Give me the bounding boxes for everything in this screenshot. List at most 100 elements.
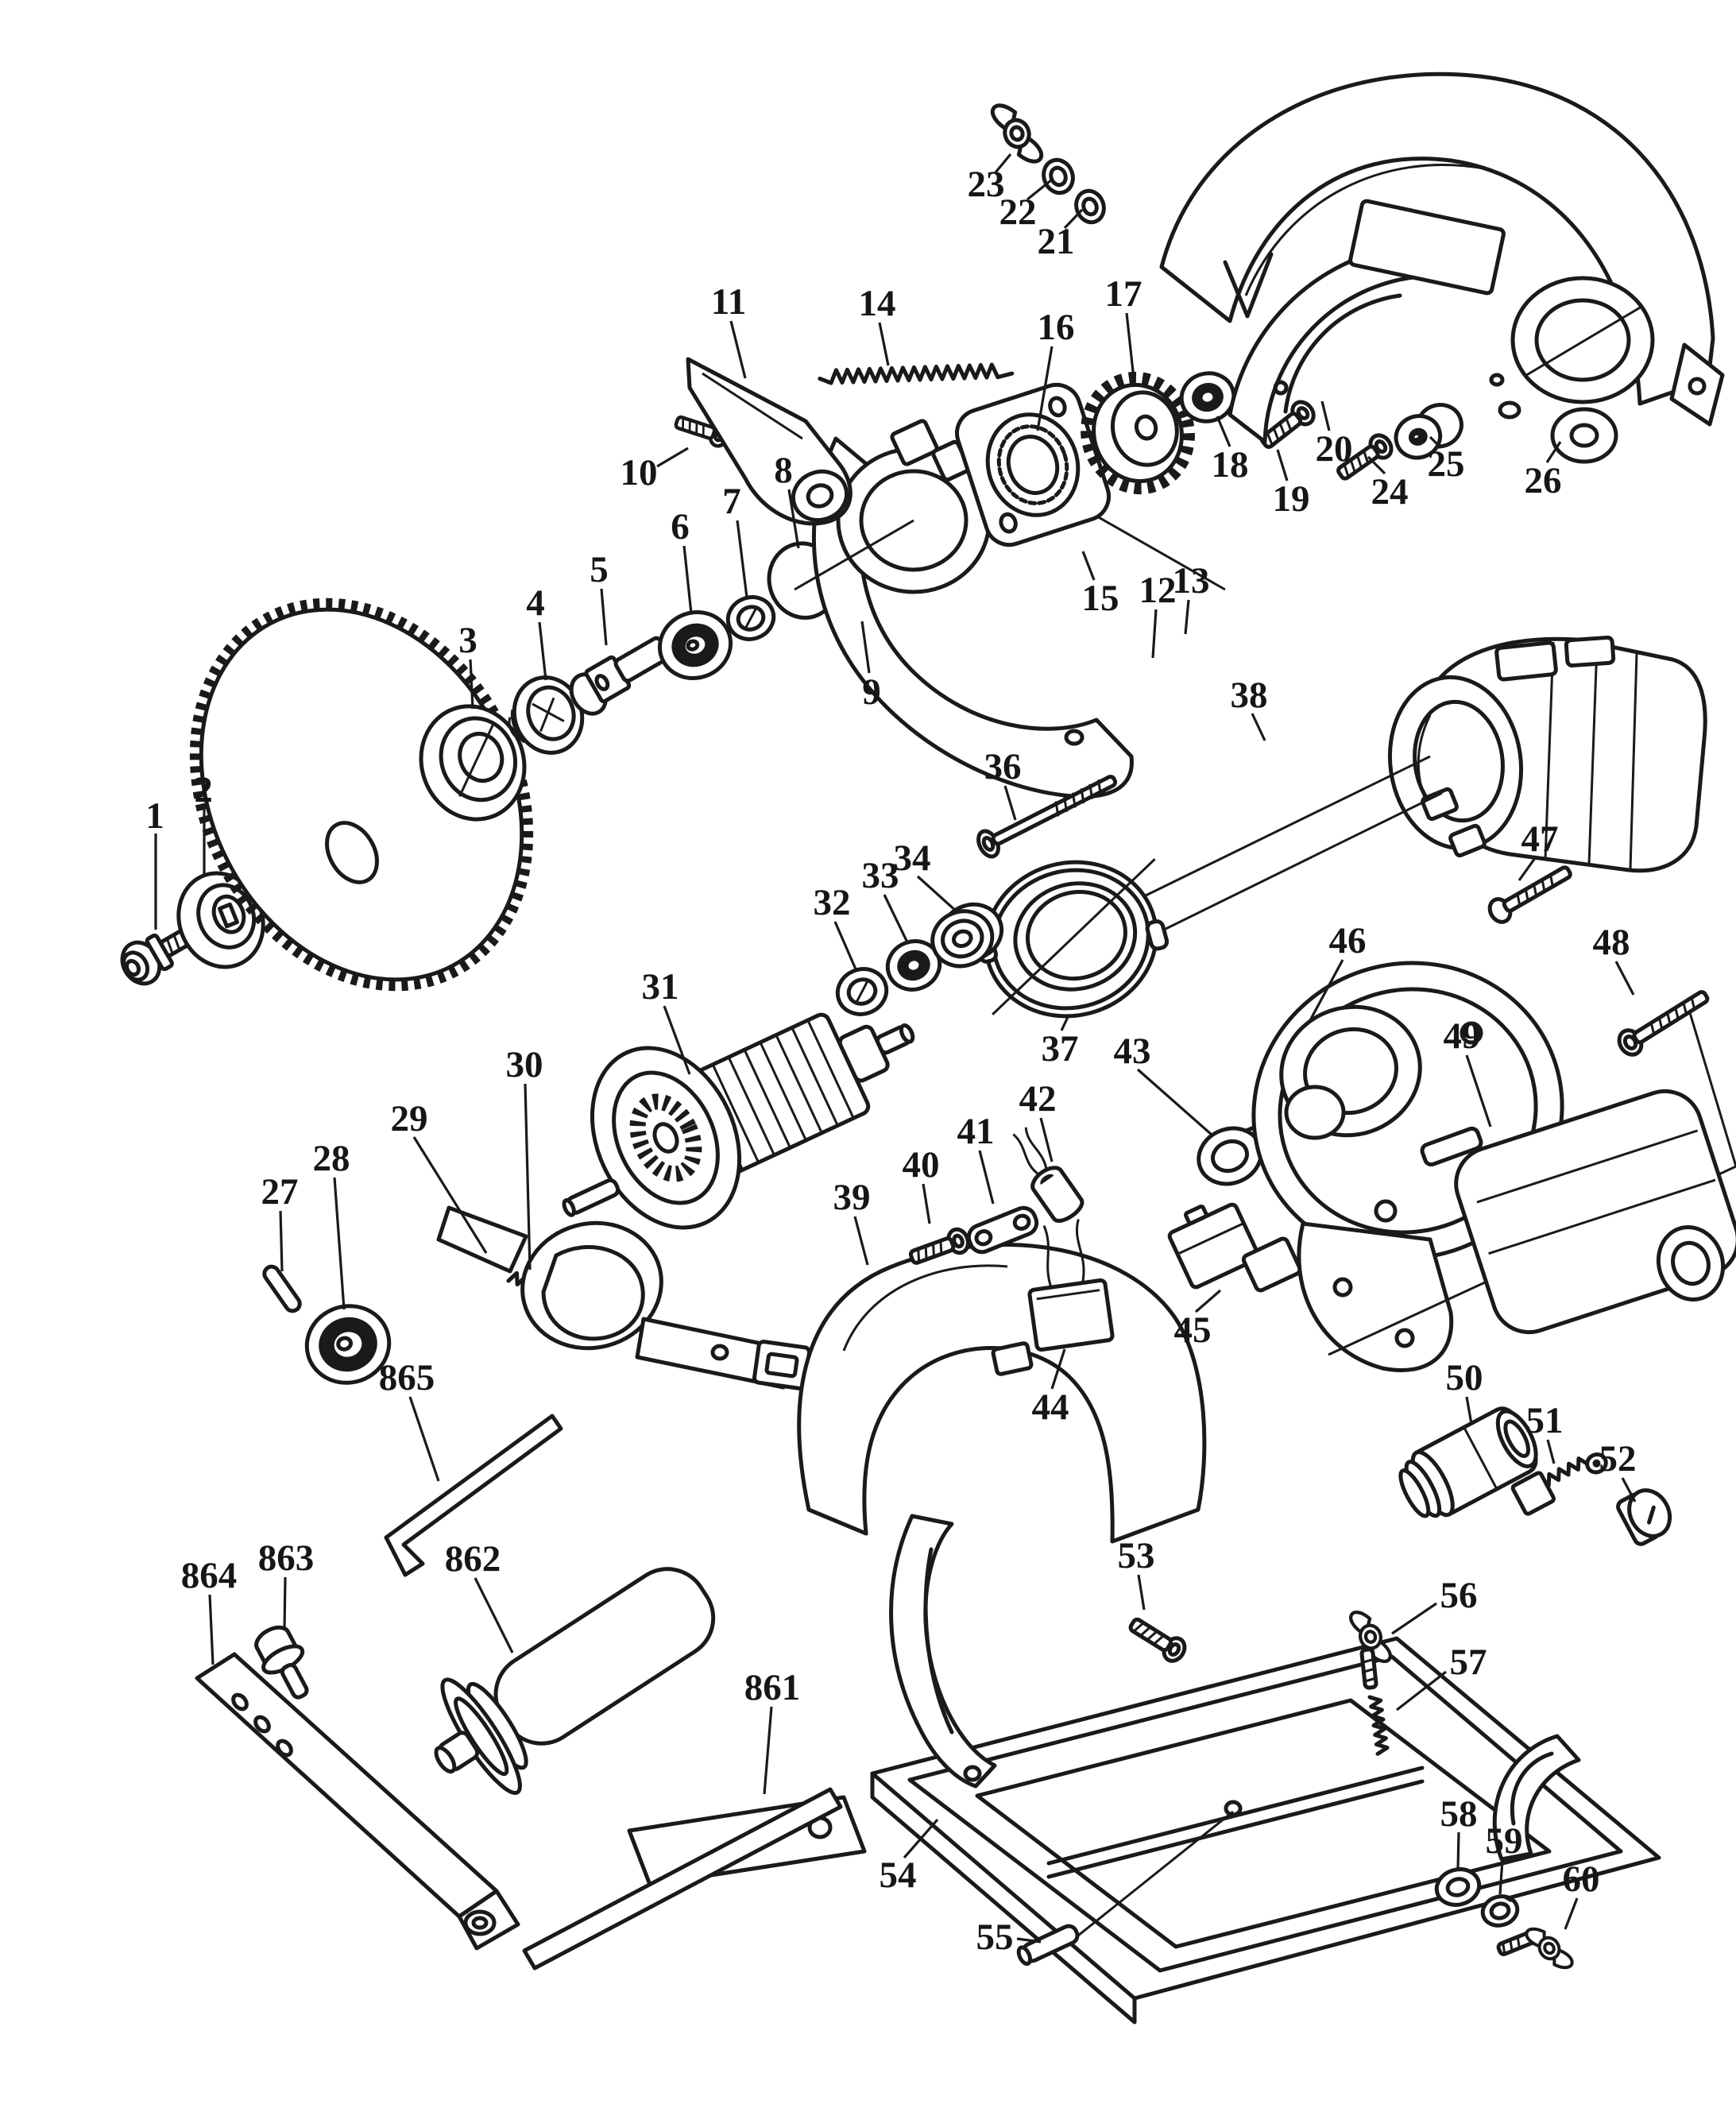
part-leader-52: [1621, 1477, 1637, 1503]
guide-rule-drawing: [522, 1787, 867, 1971]
rip-fence-drawing: [195, 1652, 520, 1951]
dust-coupling-drawing: [1398, 1406, 1538, 1518]
part-leader-18: [1216, 416, 1231, 447]
part-leader-60: [1564, 1897, 1579, 1930]
part-label-9: 9: [862, 671, 881, 713]
part-label-19: 19: [1273, 478, 1310, 520]
part-label-16: 16: [1038, 307, 1075, 348]
part-label-23: 23: [968, 164, 1005, 205]
armature-bearing-drawing: [835, 967, 889, 1016]
part-leader-863: [283, 1576, 287, 1631]
part-leader-29: [412, 1136, 488, 1254]
part-label-55: 55: [976, 1916, 1014, 1958]
part-label-42: 42: [1019, 1078, 1057, 1120]
part-label-29: 29: [391, 1098, 428, 1139]
part-leader-3: [469, 659, 474, 710]
part-leader-28: [333, 1177, 346, 1310]
fence-wing-screw-drawing: [1496, 1919, 1574, 1978]
part-label-30: 30: [506, 1044, 543, 1085]
part-label-24: 24: [1371, 471, 1409, 512]
part-leader-32: [833, 921, 858, 972]
part-label-12: 12: [1139, 570, 1177, 611]
part-leader-11: [729, 320, 747, 379]
aux-handle-drawing: [434, 1567, 716, 1795]
carbon-brush-drawing: [1510, 1452, 1608, 1516]
part-leader-58: [1456, 1831, 1460, 1870]
part-leader-41: [978, 1150, 995, 1205]
part-label-865: 865: [379, 1357, 435, 1398]
part-leader-16: [1036, 346, 1054, 431]
part-leader-34: [916, 875, 959, 914]
part-label-45: 45: [1174, 1309, 1212, 1351]
part-label-36: 36: [984, 746, 1022, 787]
part-label-44: 44: [1032, 1387, 1069, 1428]
part-leader-10: [656, 447, 689, 468]
part-leader-54: [903, 1818, 939, 1859]
part-label-57: 57: [1450, 1642, 1487, 1683]
front-bearing-drawing: [930, 902, 1004, 969]
inner-flange-drawing: [419, 704, 527, 822]
part-leader-42: [1039, 1117, 1054, 1162]
part-label-2: 2: [194, 769, 213, 810]
part-label-3: 3: [458, 620, 477, 661]
part-label-60: 60: [1563, 1858, 1600, 1900]
part-label-4: 4: [526, 582, 545, 624]
link-plate-drawing: [966, 1205, 1039, 1255]
roller-sleeve-drawing: [1394, 403, 1463, 460]
part-label-59: 59: [1486, 1820, 1523, 1862]
tension-spring-drawing: [818, 362, 1015, 385]
base-spring-drawing: [1367, 1695, 1390, 1756]
pin-drawing: [262, 1264, 302, 1313]
part-leader-40: [922, 1183, 931, 1224]
part-leader-48: [1614, 961, 1635, 996]
ball-bearing-drawing: [657, 610, 733, 680]
part-label-26: 26: [1525, 460, 1562, 501]
part-label-51: 51: [1526, 1400, 1564, 1441]
part-leader-861: [763, 1706, 773, 1795]
depth-wing-bolt-drawing: [1350, 1607, 1392, 1690]
lever-bearing-drawing: [304, 1304, 392, 1385]
part-label-53: 53: [1118, 1535, 1155, 1576]
part-label-5: 5: [590, 549, 609, 590]
part-leader-13: [1184, 599, 1190, 635]
part-leader-30: [524, 1083, 532, 1271]
part-label-861: 861: [744, 1667, 801, 1708]
bevel-gear-drawing: [1081, 371, 1195, 495]
part-leader-49: [1465, 1054, 1492, 1127]
part-leader-27: [279, 1210, 284, 1272]
part-label-10: 10: [621, 452, 658, 493]
part-leader-46: [1308, 959, 1344, 1023]
housing-screw-drawing: [1487, 865, 1572, 924]
part-label-40: 40: [903, 1144, 940, 1185]
lock-lever-drawing: [436, 1205, 812, 1390]
part-label-31: 31: [642, 966, 679, 1008]
part-leader-38: [1251, 713, 1266, 741]
part-label-39: 39: [833, 1177, 871, 1218]
upper-blade-case-drawing: [1159, 72, 1725, 464]
part-leader-14: [878, 322, 890, 366]
part-label-47: 47: [1521, 818, 1559, 860]
wing-nut-drawing: [991, 98, 1043, 170]
bearing-box-ring-drawing: [974, 858, 1170, 1019]
bearing-flange-drawing: [955, 382, 1111, 547]
part-label-21: 21: [1038, 221, 1075, 262]
flat-washer-58-drawing: [1434, 1867, 1482, 1907]
part-leader-19: [1276, 449, 1289, 482]
part-leader-8: [787, 489, 800, 549]
fence-bolt-drawing: [254, 1625, 309, 1700]
part-leader-36: [1003, 785, 1017, 821]
part-leader-39: [853, 1216, 869, 1266]
part-leader-57: [1396, 1670, 1447, 1711]
part-leader-7: [736, 520, 748, 598]
part-label-54: 54: [880, 1855, 917, 1896]
hex-bolt-drawing: [120, 924, 199, 986]
part-leader-56: [1391, 1602, 1437, 1635]
switch-drawing: [1167, 1202, 1302, 1293]
part-leader-865: [408, 1396, 440, 1482]
part-leader-59: [1498, 1859, 1504, 1895]
part-label-17: 17: [1105, 273, 1143, 315]
clamp-lever-drawing: [686, 357, 853, 526]
part-label-11: 11: [711, 281, 746, 323]
